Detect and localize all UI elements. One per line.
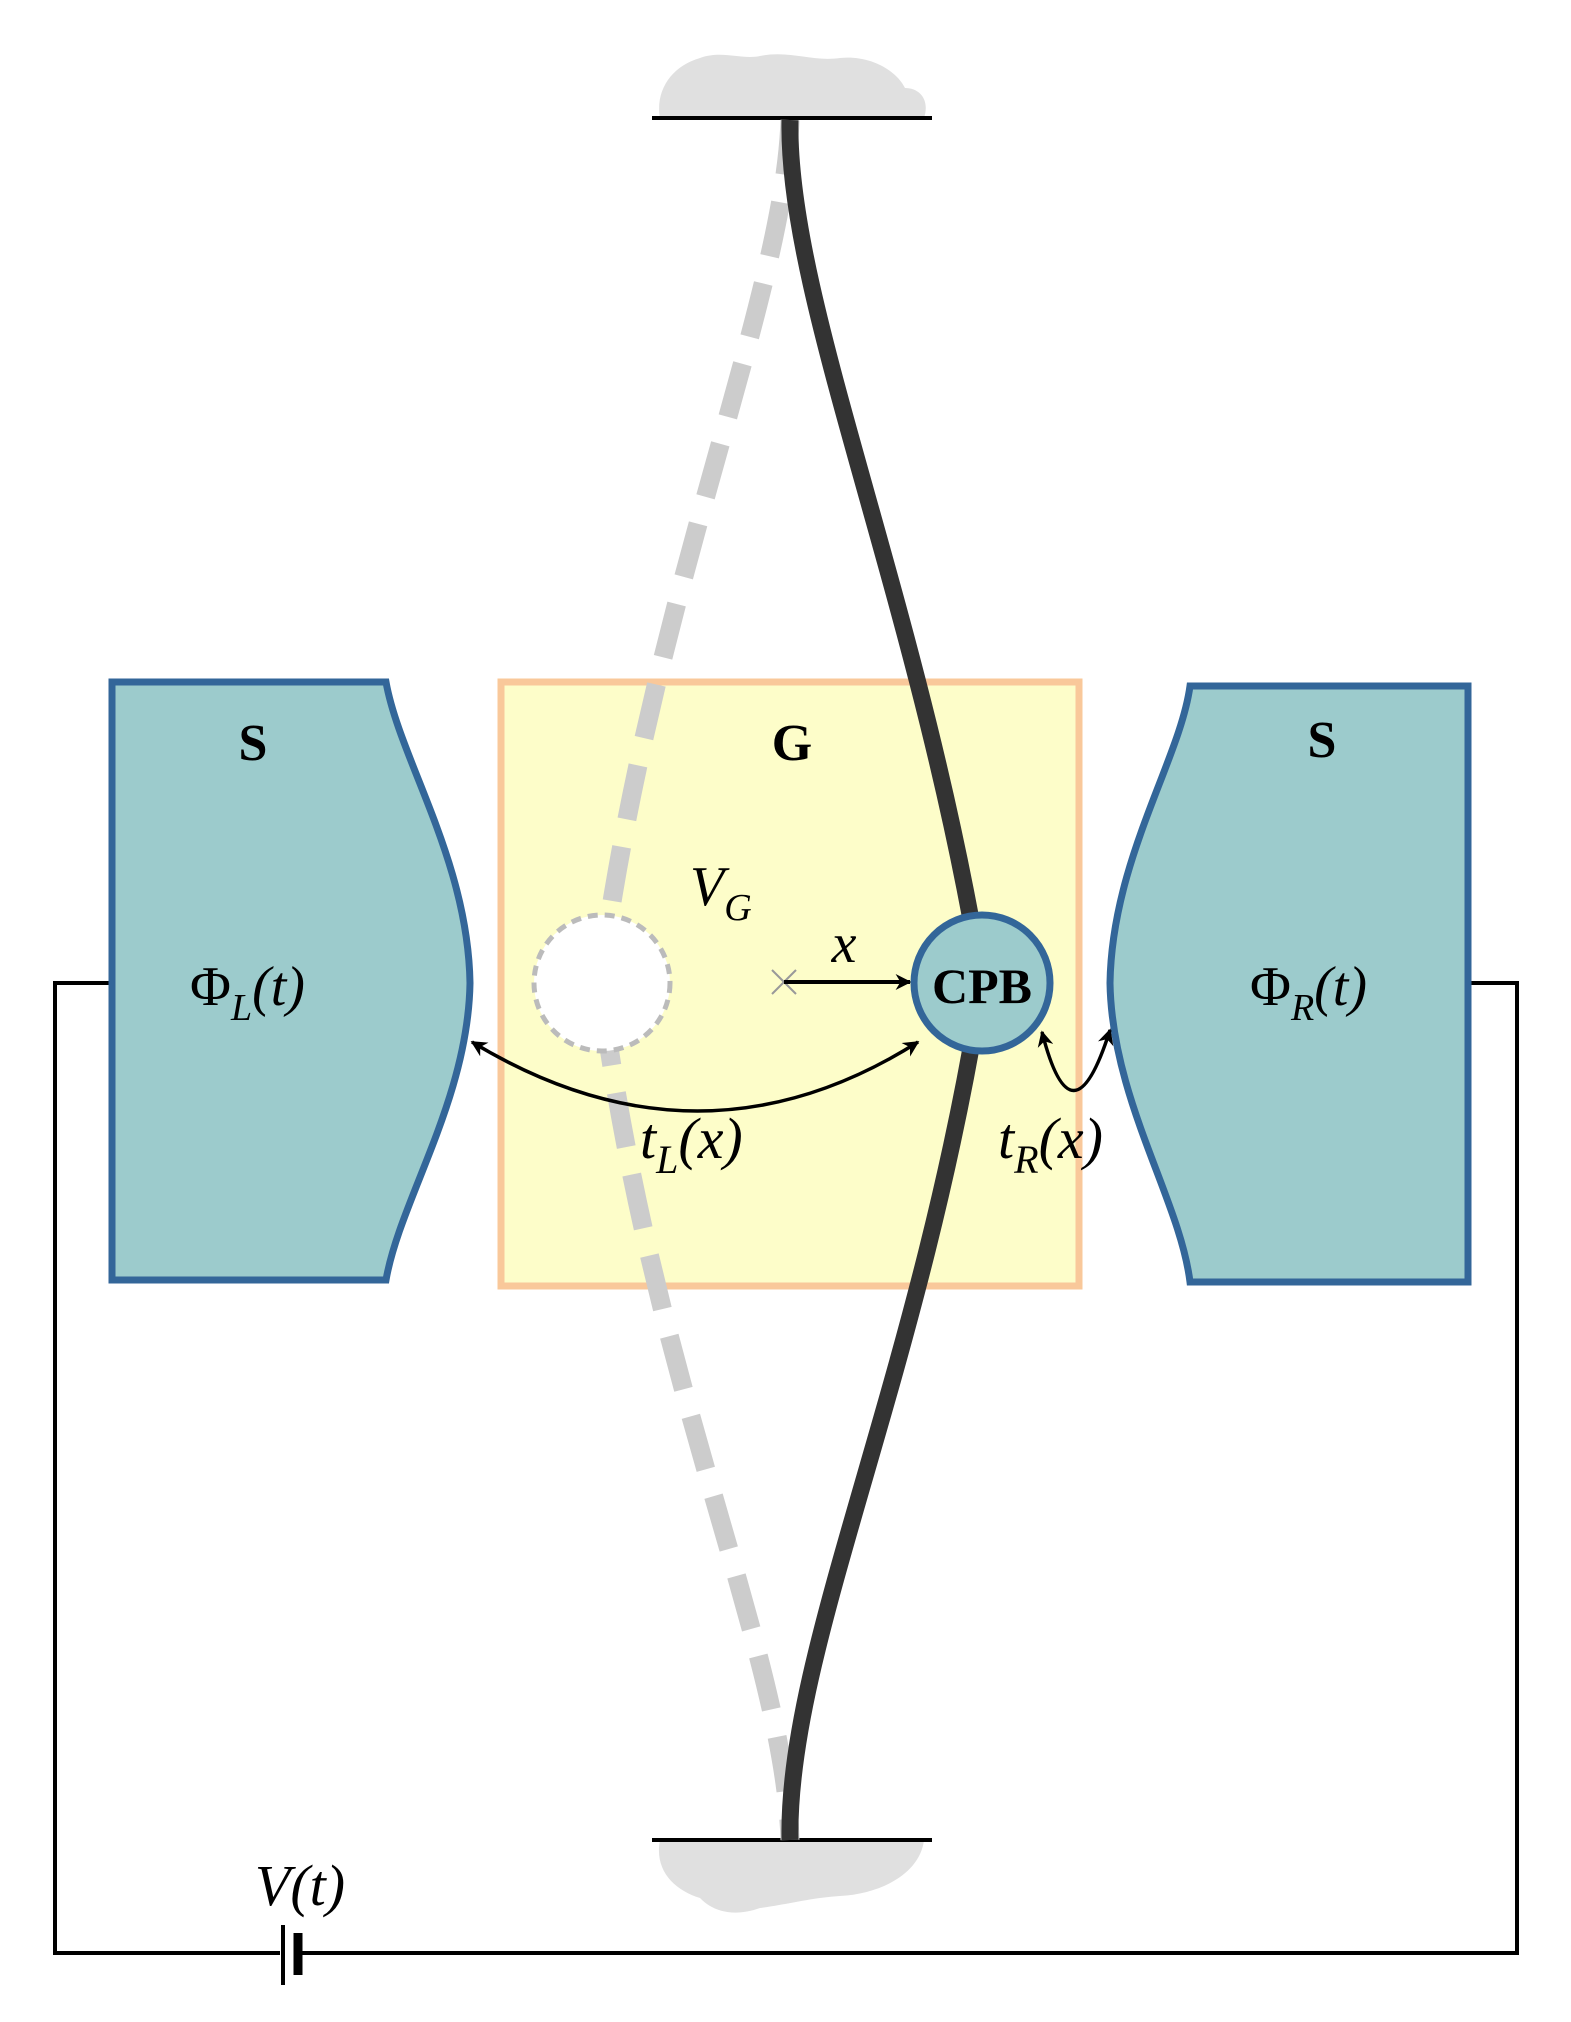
tunnel-right-label: tR(x) xyxy=(998,1106,1103,1182)
tunnel-right-arrow xyxy=(1037,1028,1114,1093)
tunnel-left-arg: (x) xyxy=(678,1106,742,1171)
phase-right-arg: (t) xyxy=(1314,956,1367,1018)
circuit-wire xyxy=(53,981,285,1955)
phase-right-label: ΦR(t) xyxy=(1250,956,1367,1029)
tunnel-right-sub: R xyxy=(1013,1137,1038,1182)
tunnel-left-label: tL(x) xyxy=(640,1106,743,1182)
tunnel-left-arrow xyxy=(470,1040,920,1113)
gate-label: G xyxy=(772,715,812,772)
bottom-anchor xyxy=(658,1840,924,1913)
tunnel-right-base: t xyxy=(998,1106,1016,1171)
island-ghost xyxy=(531,912,673,1054)
cpb-island xyxy=(910,911,1054,1055)
left-superconductor xyxy=(108,678,474,1284)
tunnel-left-sub: L xyxy=(655,1137,678,1182)
displacement-label: x xyxy=(831,913,857,975)
gate-voltage-sub: G xyxy=(724,887,751,929)
right-lead-label: S xyxy=(1308,712,1337,769)
top-anchor xyxy=(659,54,926,118)
phase-left-sub: L xyxy=(230,987,252,1029)
tunnel-right-arg: (x) xyxy=(1039,1106,1103,1171)
circuit-wire-right xyxy=(300,981,1519,1955)
gate-voltage-label: VG xyxy=(690,856,752,929)
phase-left-arg: (t) xyxy=(252,956,305,1018)
bias-voltage-label: V(t) xyxy=(255,1853,345,1918)
phase-left-label: ΦL(t) xyxy=(190,956,305,1029)
left-lead-label: S xyxy=(239,715,268,772)
tunnel-left-base: t xyxy=(640,1106,658,1171)
cpb-label: CPB xyxy=(932,958,1032,1014)
phase-right-base: Φ xyxy=(1250,956,1291,1018)
phase-right-sub: R xyxy=(1290,987,1314,1029)
right-superconductor xyxy=(1106,682,1472,1286)
gate-voltage-base: V xyxy=(690,856,730,918)
phase-left-base: Φ xyxy=(190,956,231,1018)
